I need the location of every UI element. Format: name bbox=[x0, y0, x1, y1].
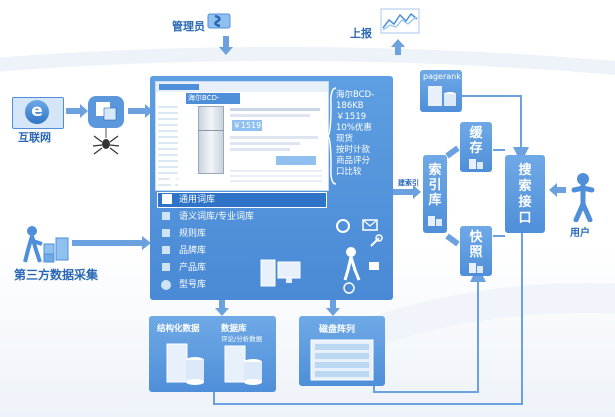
crawler-spider-icon bbox=[88, 96, 124, 155]
database-sublabel: 评论/分析数据 bbox=[221, 335, 263, 343]
product-title: 海尔BCD-186KB bbox=[336, 90, 375, 111]
admin-label: 管理员 bbox=[172, 20, 205, 33]
structured-data-panel: 结构化数据 数据库 评论/分析数据 bbox=[149, 316, 276, 392]
product-page-screenshot: 海尔BCD-186KB ￥1519 bbox=[155, 81, 329, 191]
database-label: 数据库 bbox=[221, 324, 247, 334]
screenshot-title: 海尔BCD-186KB bbox=[186, 93, 240, 113]
snapshot-panel: 快照 bbox=[460, 226, 492, 276]
index-library-label: 索引库 bbox=[428, 163, 442, 208]
library-list: 通用词库 语义词库/专业词库 规则库 品牌库 产品库 型号库 bbox=[157, 192, 327, 292]
user-icon bbox=[571, 173, 595, 222]
third-party-collector-icon bbox=[23, 226, 69, 263]
disk-array-icon bbox=[310, 339, 374, 381]
snapshot-icon bbox=[469, 263, 483, 273]
product-price: ￥1519 bbox=[336, 112, 367, 122]
structured-data-label: 结构化数据 bbox=[157, 324, 200, 334]
user-label: 用户 bbox=[570, 228, 590, 239]
pagerank-server-icon bbox=[428, 86, 456, 106]
library-model: 型号库 bbox=[179, 280, 207, 290]
cache-icon bbox=[469, 159, 483, 169]
spec-bracket bbox=[328, 87, 337, 185]
product-compare: 口比较 bbox=[336, 167, 362, 177]
internet-label: 互联网 bbox=[18, 131, 51, 144]
build-index-label: 建索引 bbox=[398, 179, 419, 187]
library-rules: 规则库 bbox=[179, 229, 207, 239]
cache-label: 缓存 bbox=[469, 126, 483, 156]
third-party-label: 第三方数据采集 bbox=[14, 268, 99, 282]
disk-array-panel: 磁盘阵列 bbox=[299, 316, 385, 386]
search-interface-label: 搜索接口 bbox=[518, 163, 532, 226]
search-interface-panel: 搜索接口 bbox=[505, 155, 545, 233]
library-general: 通用词库 bbox=[179, 195, 216, 205]
report-label: 上报 bbox=[350, 27, 372, 40]
server-computer-icon bbox=[260, 259, 301, 287]
tool-icons bbox=[336, 219, 383, 294]
pagerank-label: pagerank bbox=[423, 72, 461, 81]
pagerank-panel: pagerank bbox=[420, 70, 462, 112]
product-stock: 现货 bbox=[336, 134, 354, 144]
library-product: 产品库 bbox=[179, 263, 207, 273]
disk-array-label: 磁盘阵列 bbox=[319, 325, 356, 335]
database-server-icons bbox=[166, 343, 262, 385]
chart-icon bbox=[380, 8, 420, 34]
product-rating: 商品评分 bbox=[336, 156, 371, 166]
snapshot-label: 快照 bbox=[469, 230, 483, 260]
product-countdown: 按时计款 bbox=[336, 145, 371, 155]
product-spec-list: 海尔BCD-186KB ￥1519 10%优惠 现货 按时计款 商品评分 口比较 bbox=[336, 90, 393, 178]
library-semantic: 语义词库/专业词库 bbox=[179, 212, 255, 222]
up-arrow-icon bbox=[167, 175, 179, 187]
product-discount: 10%优惠 bbox=[336, 123, 372, 133]
admin-icon bbox=[207, 13, 231, 29]
internet-icon: e bbox=[12, 97, 64, 129]
library-brand: 品牌库 bbox=[179, 246, 207, 256]
screenshot-price-tag: ￥1519 bbox=[232, 120, 262, 131]
index-icon bbox=[428, 216, 442, 226]
core-system-panel: 海尔BCD-186KB ￥1519 海尔BCD-186KB ￥1519 10%优… bbox=[150, 76, 393, 300]
cache-panel: 缓存 bbox=[460, 122, 492, 172]
fridge-image bbox=[198, 106, 224, 174]
index-library-panel: 索引库 bbox=[423, 155, 447, 233]
